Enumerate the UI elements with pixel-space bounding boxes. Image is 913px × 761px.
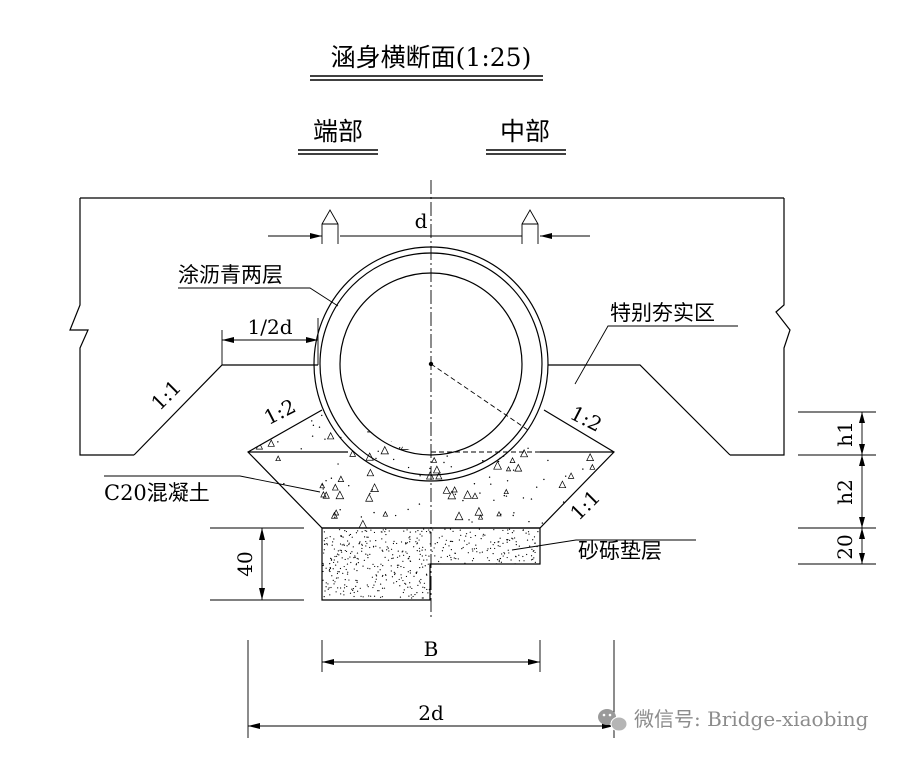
gravel-bedding	[321, 527, 541, 601]
watermark: 微信号: Bridge-xiaobing	[598, 707, 869, 732]
label-compaction: 特别夯实区	[610, 301, 715, 325]
pipe-radius-dashed	[430, 363, 529, 431]
leader-concrete	[104, 475, 321, 493]
north-marker-left	[321, 209, 339, 244]
dim-40-arrow-top	[259, 528, 265, 540]
label-asphalt: 涂沥青两层	[178, 263, 283, 287]
subtitle-end: 端部	[313, 117, 363, 146]
dim-2d-arrow-left	[248, 723, 260, 729]
watermark-text: 微信号: Bridge-xiaobing	[634, 707, 869, 731]
dim-right-arrows	[859, 412, 865, 564]
leader-asphalt	[178, 287, 339, 307]
dim-h2-label: h2	[833, 479, 857, 505]
dim-half-d-arrow-left	[222, 337, 234, 343]
drawing-title: 涵身横断面(1:25)	[331, 43, 532, 72]
dim-40-arrow-bottom	[259, 588, 265, 600]
north-marker-right	[521, 209, 539, 244]
label-concrete: C20混凝土	[104, 481, 210, 505]
dim-40-label: 40	[233, 551, 257, 576]
dim-h1-label: h1	[833, 421, 857, 447]
subtitle-middle: 中部	[500, 117, 550, 146]
embankment-outline-right	[730, 198, 791, 456]
dim-half-d-label: 1/2d	[248, 315, 293, 339]
slope-left-upper: 1:1	[146, 375, 186, 415]
compaction-zone-right	[548, 364, 731, 456]
label-gravel: 砂砾垫层	[578, 539, 662, 563]
slope-left-cradle: 1:2	[260, 394, 300, 430]
dim-d-label: d	[415, 209, 428, 233]
dim-b-arrow-left	[322, 659, 334, 665]
dim-d-arrow-right	[540, 233, 552, 239]
dim-d-arrow-left	[310, 233, 322, 239]
leader-gravel	[511, 539, 696, 551]
dim-half-d-arrow-right	[306, 337, 318, 343]
dim-b-label: B	[424, 637, 439, 661]
slope-right-lower: 1:1	[565, 485, 605, 525]
embankment-outline-left	[69, 198, 134, 456]
concrete-hatch	[248, 410, 611, 528]
leader-compaction	[574, 325, 738, 385]
wechat-icon	[598, 709, 628, 732]
dim-2d-label: 2d	[418, 701, 444, 725]
dim-b-arrow-right	[528, 659, 540, 665]
dim-20-label: 20	[833, 534, 857, 559]
slope-right-cradle: 1:2	[566, 401, 606, 437]
